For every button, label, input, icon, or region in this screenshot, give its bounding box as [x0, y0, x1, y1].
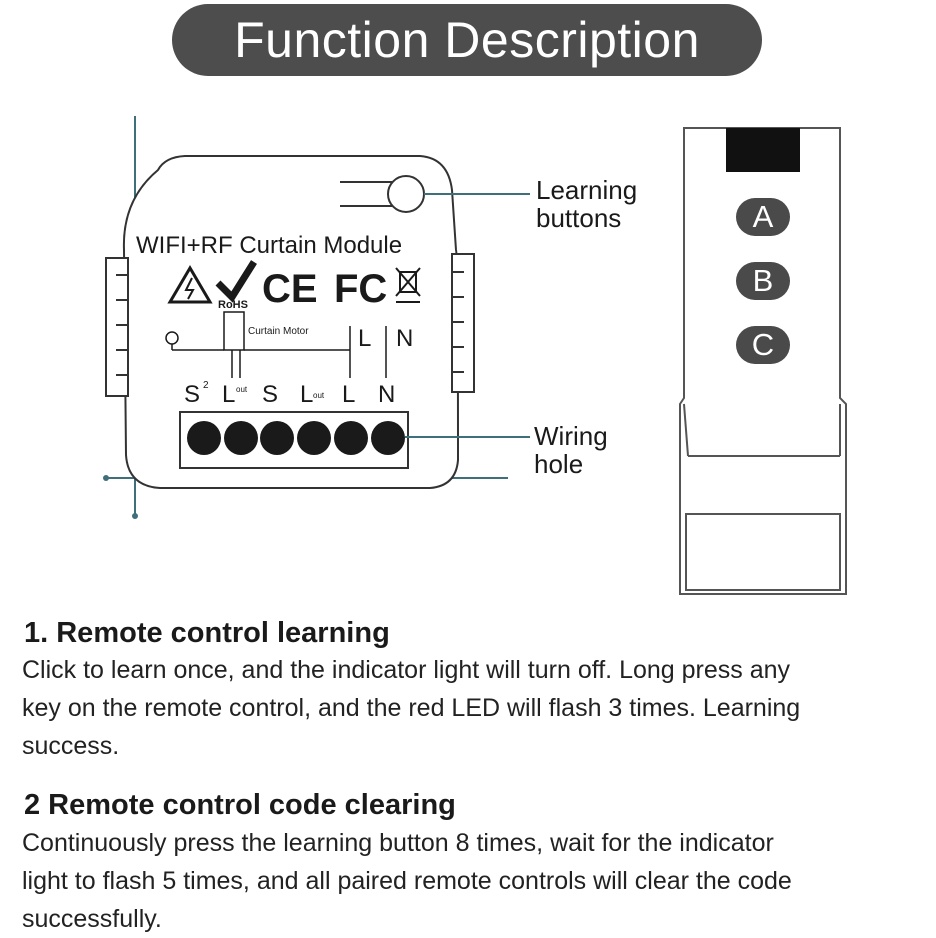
callout-line-1: Learning	[536, 175, 638, 205]
remote-clip	[685, 513, 841, 591]
ce-mark: CE	[262, 267, 318, 311]
wiring-hole	[371, 421, 405, 455]
wiring-hole-callout: Wiring hole	[534, 422, 608, 478]
callout-line-1: Wiring	[534, 421, 608, 451]
wiring-hole	[297, 421, 331, 455]
remote-indicator	[726, 128, 800, 172]
rohs-label: RoHS	[218, 299, 248, 311]
learning-buttons-callout: Learning buttons	[536, 176, 637, 232]
terminal-sub-out1: out	[236, 385, 248, 394]
section-1-line: key on the remote control, and the red L…	[22, 694, 801, 722]
section-1-line: Click to learn once, and the indicator l…	[22, 656, 791, 684]
wiring-hole	[224, 421, 258, 455]
module-name: WIFI+RF Curtain Module	[136, 232, 402, 259]
rohs-check-icon	[215, 260, 257, 303]
motor-label: Curtain Motor	[248, 326, 309, 337]
fcc-mark: FC	[334, 267, 387, 311]
section-2-heading: 2 Remote control code clearing	[24, 789, 456, 821]
callout-line-2: buttons	[536, 203, 622, 233]
title-banner: Function Description	[172, 4, 762, 76]
module-left-tab	[105, 257, 129, 397]
terminal-label-n: N	[378, 381, 395, 408]
terminal-label-lout1: L	[222, 381, 235, 408]
module-diagram: WIFI+RF Curtain Module RoHS CE FC Curtai…	[103, 116, 847, 595]
section-2-body: Continuously press the learning button 8…	[22, 824, 922, 938]
terminal-label-s2: S	[184, 381, 200, 408]
page-title: Function Description	[234, 12, 700, 68]
section-2-line: light to flash 5 times, and all paired r…	[22, 867, 792, 895]
section-1-line: success.	[22, 732, 120, 760]
weee-bin-icon	[395, 267, 421, 303]
guide-dot	[103, 475, 109, 481]
terminal-label-l: L	[342, 381, 355, 408]
wiring-hole	[334, 421, 368, 455]
wiring-n-label: N	[396, 325, 413, 352]
remote-button-c[interactable]: C	[736, 326, 790, 364]
wiring-hole	[260, 421, 294, 455]
section-2-line: successfully.	[22, 905, 162, 933]
wiring-l-label: L	[358, 325, 371, 352]
section-1-heading: 1. Remote control learning	[24, 617, 390, 649]
section-2-line: Continuously press the learning button 8…	[22, 829, 774, 857]
callout-line-2: hole	[534, 449, 584, 479]
remote-button-b[interactable]: B	[736, 262, 790, 300]
terminal-sub-2: 2	[203, 380, 209, 391]
remote-button-a[interactable]: A	[736, 198, 790, 236]
guide-dot	[132, 513, 138, 519]
learning-button[interactable]	[387, 175, 425, 213]
terminal-sub-out2: out	[313, 391, 325, 400]
wiring-hole	[187, 421, 221, 455]
terminal-label-lout2: L	[300, 381, 313, 408]
section-1-body: Click to learn once, and the indicator l…	[22, 651, 922, 765]
danger-icon	[167, 265, 213, 304]
terminal-label-s: S	[262, 381, 278, 408]
motor-box	[223, 311, 245, 351]
